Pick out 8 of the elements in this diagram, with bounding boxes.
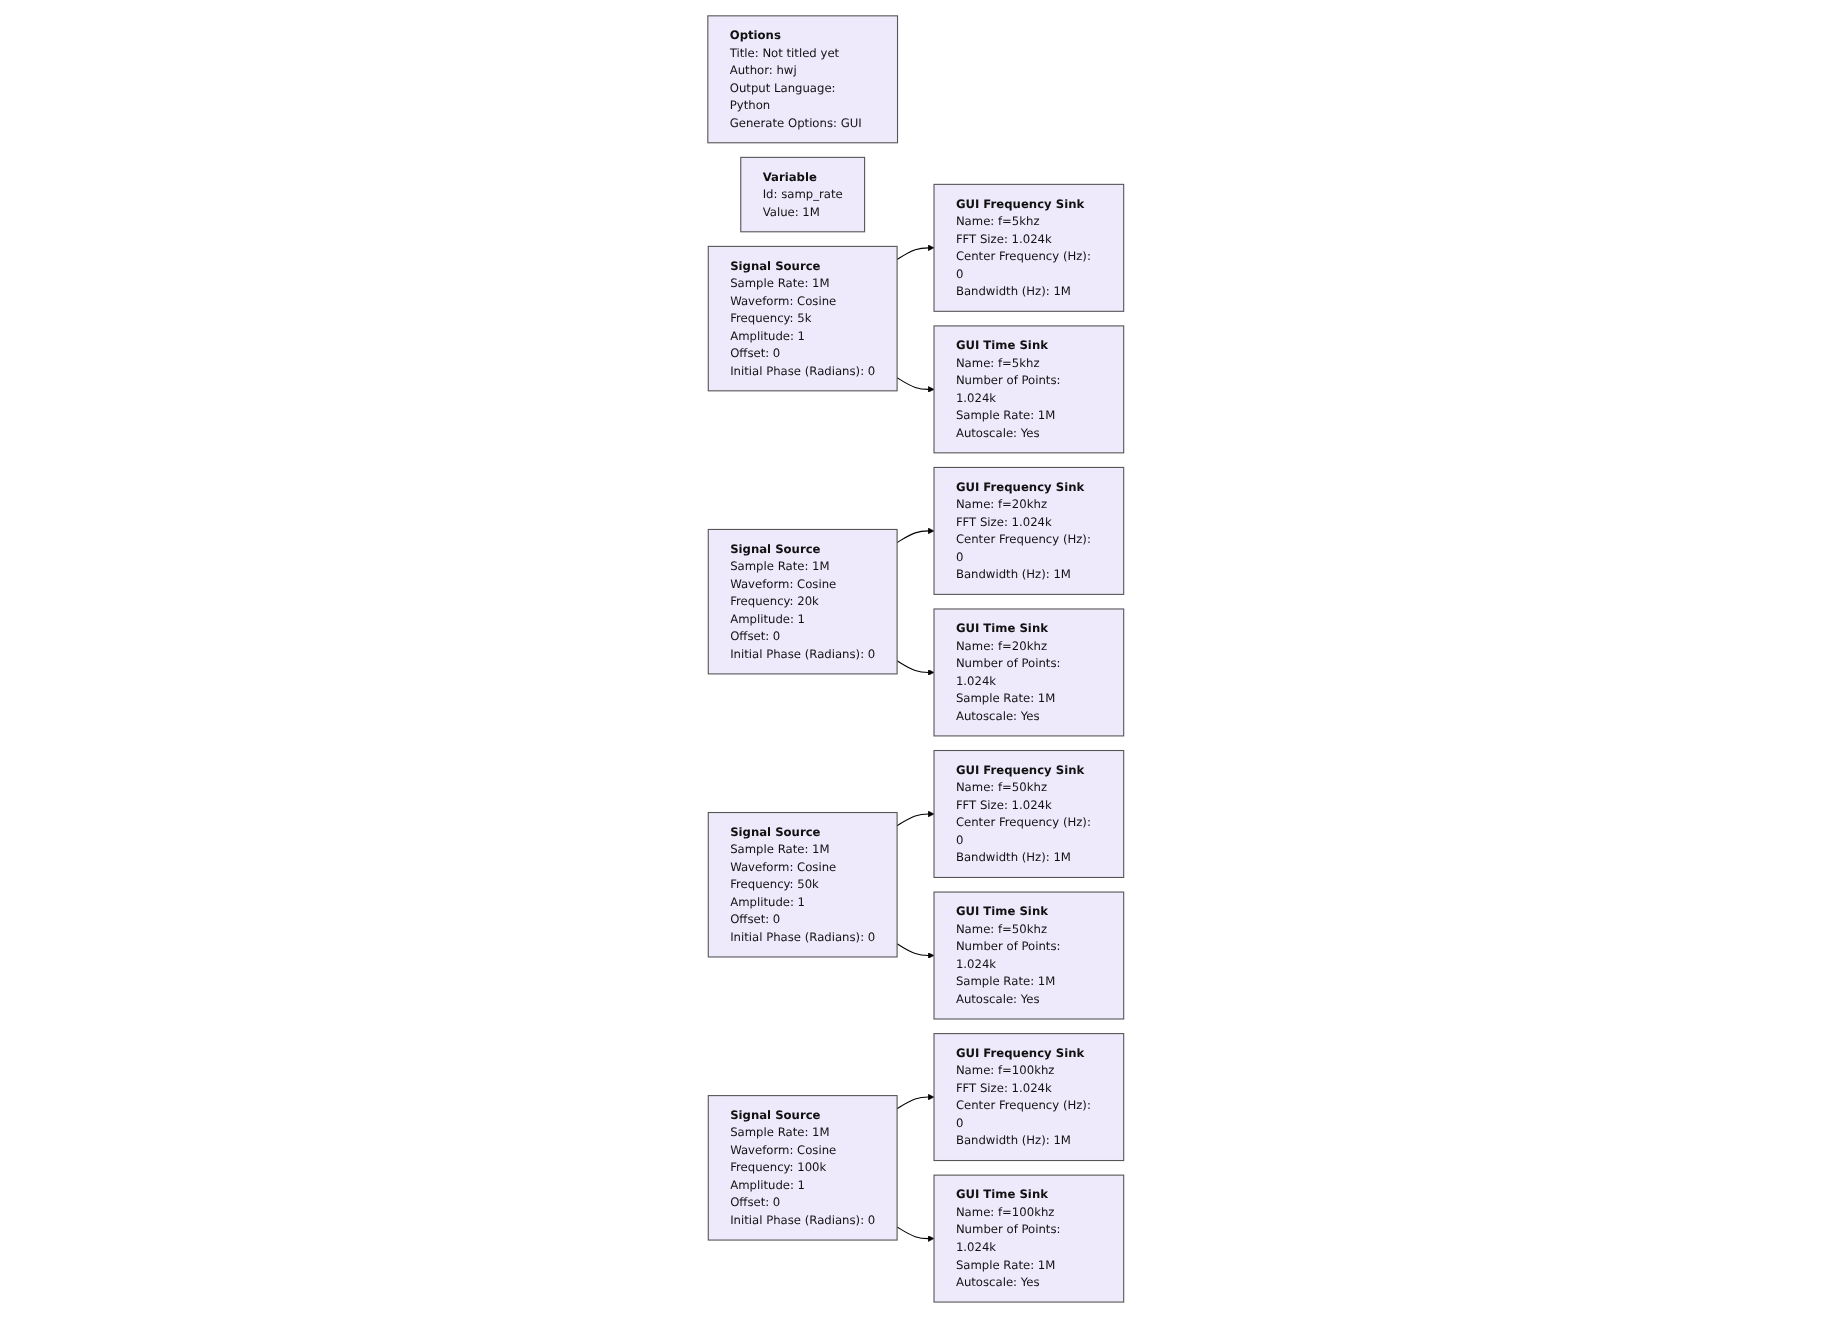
arrow: [895, 1226, 934, 1242]
arrow: [895, 660, 934, 676]
arrow: [895, 943, 934, 959]
arrow: [895, 244, 934, 261]
arrow: [895, 377, 934, 393]
arrow: [895, 810, 934, 827]
arrow: [895, 1093, 934, 1110]
arrow: [895, 527, 934, 544]
